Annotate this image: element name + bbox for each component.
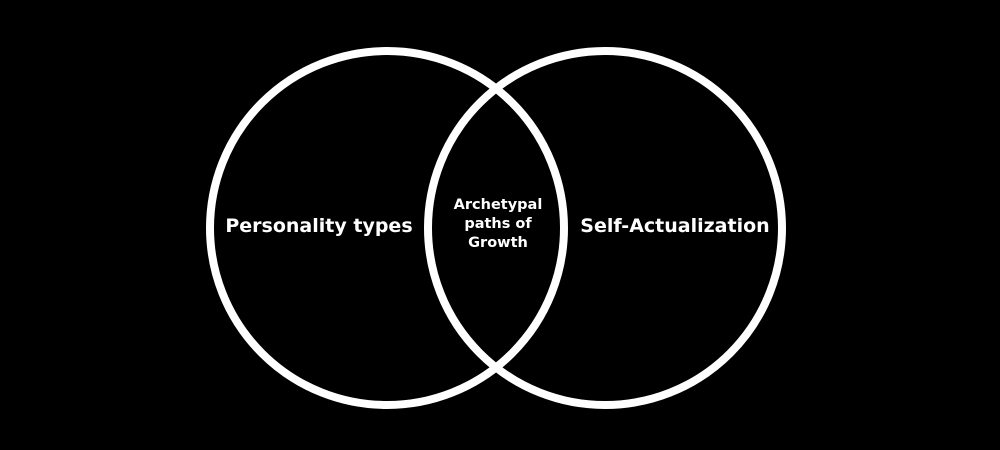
circle-self-actualization xyxy=(424,47,786,409)
circle-personality-types xyxy=(206,47,568,409)
intersection-line-2: paths of xyxy=(464,216,532,232)
label-intersection: Archetypal paths of Growth xyxy=(430,196,566,253)
intersection-line-1: Archetypal xyxy=(453,197,543,213)
label-self-actualization: Self-Actualization xyxy=(580,215,770,237)
intersection-line-3: Growth xyxy=(468,235,528,251)
label-personality-types: Personality types xyxy=(225,215,413,237)
